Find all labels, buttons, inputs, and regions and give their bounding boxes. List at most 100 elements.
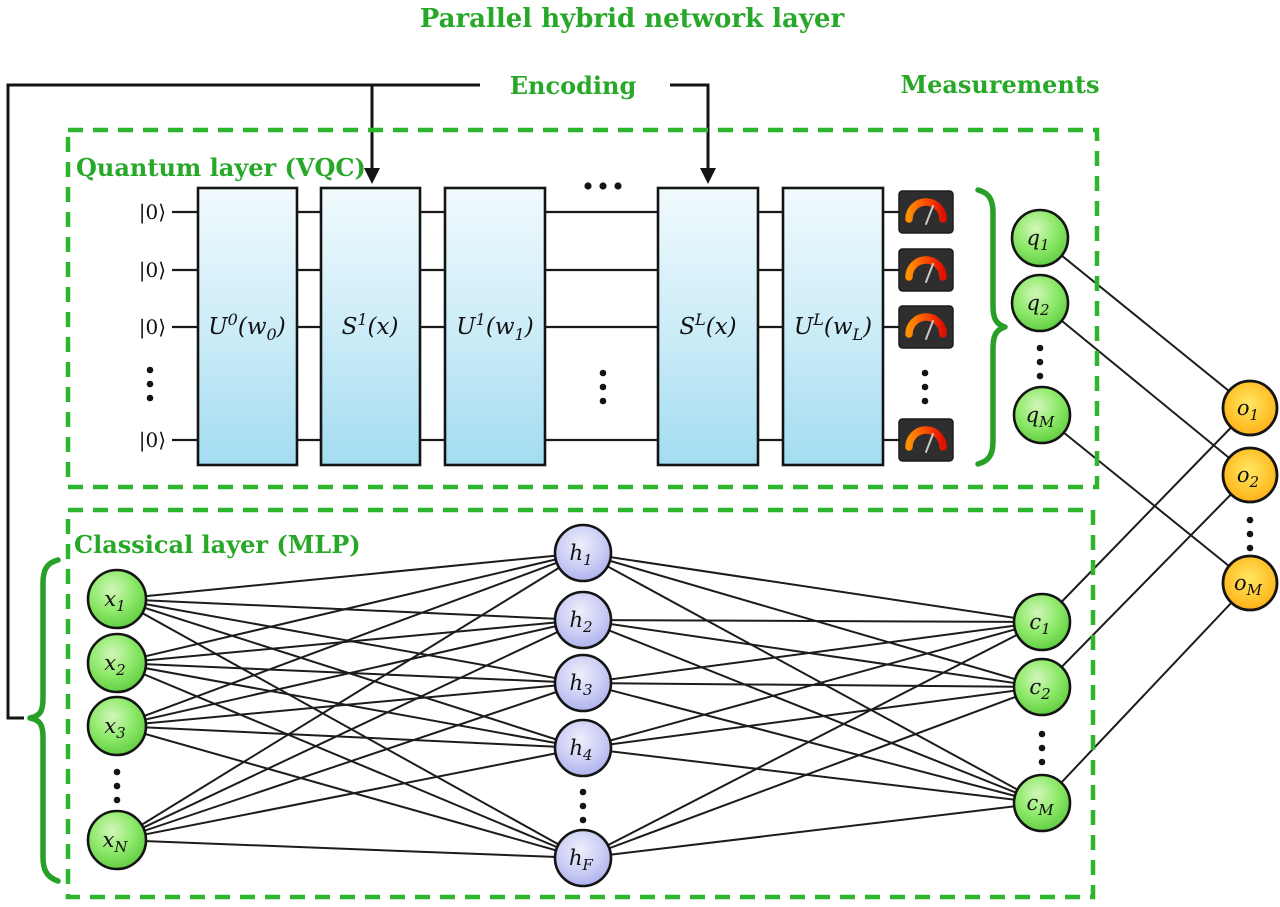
edge-line	[116, 598, 584, 621]
edge-line	[582, 686, 1043, 749]
node-label: hF	[569, 846, 594, 874]
node-x2: x2	[86, 632, 148, 694]
gauge-body	[898, 248, 954, 292]
quantum-gates: U0(w0) S1(x) U1(w1) SL(x) UL(wL)	[196, 186, 885, 467]
edge-line	[1041, 474, 1251, 688]
ket-zero-label: |0⟩	[139, 258, 166, 283]
gate-box	[781, 186, 885, 467]
gate-label: U0(w0)	[208, 310, 285, 344]
encoding-label: Encoding	[510, 71, 637, 100]
node-label: oM	[1234, 571, 1263, 599]
inputs-brace	[27, 557, 61, 884]
gate-box	[196, 186, 299, 467]
edge-line	[116, 598, 584, 859]
gauge-arc	[905, 426, 947, 451]
network-edges	[116, 237, 1251, 859]
node-label: h3	[569, 671, 592, 699]
node-o2: o2	[1221, 446, 1279, 504]
node-circle	[1221, 554, 1279, 612]
edge-line	[582, 747, 1043, 804]
input-routing-bracket	[6, 83, 710, 720]
node-h4: h4	[553, 718, 613, 778]
node-label: c1	[1029, 610, 1050, 638]
ellipsis-dot	[579, 802, 587, 810]
page-title: Parallel hybrid network layer	[420, 4, 845, 34]
edge-line	[116, 839, 584, 859]
edge-line	[582, 552, 1043, 804]
edge-line	[116, 682, 584, 841]
classical-layer-label: Classical layer (MLP)	[74, 530, 361, 559]
gate-u0: U0(w0)	[196, 186, 299, 467]
edge-line	[116, 619, 584, 664]
ket-labels: |0⟩ |0⟩ |0⟩ |0⟩	[139, 200, 166, 453]
edge-line	[582, 682, 1043, 804]
gate-label: S1(x)	[342, 310, 399, 340]
arrowhead-icon	[364, 168, 380, 184]
gate-s1: S1(x)	[319, 186, 422, 467]
node-label: c2	[1029, 675, 1050, 703]
edge-line	[116, 552, 584, 600]
ellipsis-dot	[1036, 358, 1044, 366]
gauge-arc	[905, 198, 947, 223]
node-circle	[1010, 273, 1070, 333]
node-hF: hF	[553, 828, 613, 888]
edge-line	[582, 686, 1043, 859]
gate-sL: SL(x)	[656, 186, 760, 467]
ellipsis-dot	[146, 380, 154, 388]
ellipsis-dot	[1038, 730, 1046, 738]
ellipsis-dot	[146, 394, 154, 402]
edge-line	[116, 682, 584, 727]
gate-label: UL(wL)	[794, 310, 872, 344]
edge-line	[116, 619, 584, 841]
ket-zero-label: |0⟩	[139, 315, 166, 340]
ellipsis-dot	[113, 782, 121, 790]
ellipsis-dot	[1038, 744, 1046, 752]
edge-line	[1041, 407, 1251, 623]
node-circle	[1012, 592, 1072, 652]
edge-line	[582, 552, 1043, 623]
edge-line	[582, 621, 1043, 749]
arrowhead-icon	[700, 168, 716, 184]
node-circle	[1012, 385, 1072, 445]
node-circle	[1221, 379, 1279, 437]
ellipsis-dot	[1246, 530, 1254, 538]
edge-line	[116, 725, 584, 859]
gauge-icon	[898, 305, 954, 349]
node-h3: h3	[553, 653, 613, 713]
ellipsis-dot	[1038, 758, 1046, 766]
edge-line	[582, 621, 1043, 859]
ellipsis-dot	[1246, 516, 1254, 524]
gauge-icon	[898, 418, 954, 462]
node-circle	[553, 653, 613, 713]
ellipsis-dot	[921, 369, 929, 377]
bracket-line	[6, 83, 480, 720]
edge-line	[1041, 582, 1251, 804]
edge-line	[116, 619, 584, 727]
node-x3: x3	[86, 695, 148, 757]
node-label: x3	[104, 714, 125, 742]
gauge-needle	[925, 263, 934, 283]
encoding-right-line	[670, 83, 710, 170]
node-label: xN	[103, 828, 129, 856]
edge-line	[1039, 302, 1251, 476]
node-circle	[86, 809, 148, 871]
ellipsis-dot	[1036, 344, 1044, 352]
gate-uL: UL(wL)	[781, 186, 885, 467]
gauge-needle	[925, 205, 934, 225]
node-label: qM	[1026, 403, 1055, 431]
node-circle	[553, 718, 613, 778]
edge-line	[582, 619, 1043, 623]
node-q1: q1	[1010, 208, 1070, 268]
node-circle	[1221, 446, 1279, 504]
node-xN: xN	[86, 809, 148, 871]
node-h2: h2	[553, 590, 613, 650]
ellipsis-dot	[614, 182, 622, 190]
gauge-body	[898, 190, 954, 234]
gauge-body	[898, 305, 954, 349]
edge-line	[116, 552, 584, 664]
gate-label: SL(x)	[679, 310, 736, 340]
node-circle	[86, 632, 148, 694]
measurements-label: Measurements	[901, 70, 1100, 99]
